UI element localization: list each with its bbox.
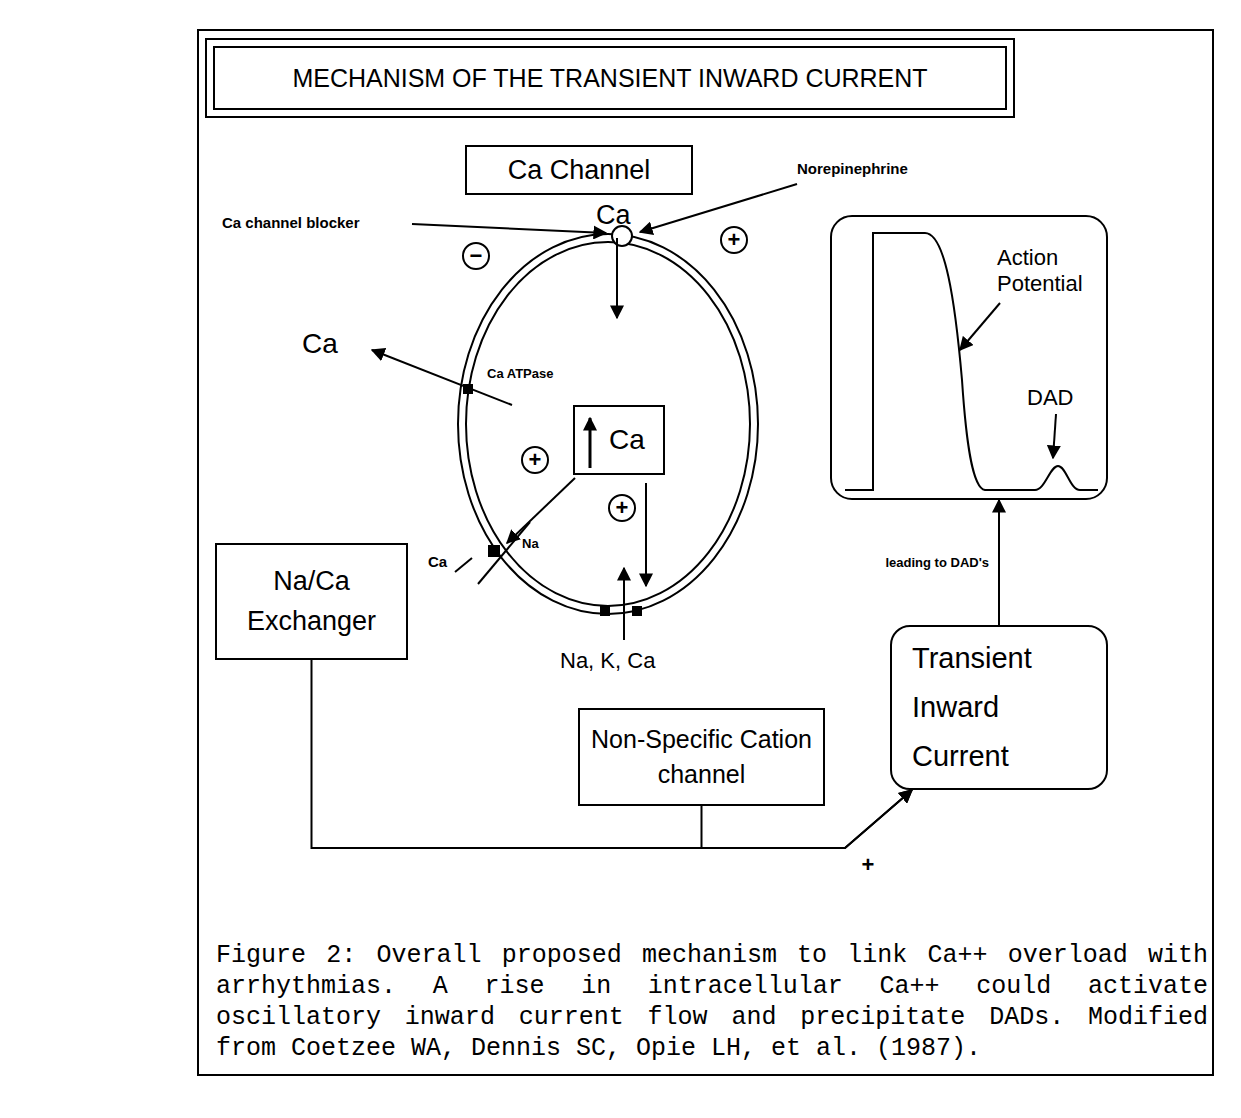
node-text: Non-Specific Cation channel — [588, 722, 815, 792]
calcium-entry-arrow — [616, 238, 618, 318]
connector-arrow — [312, 660, 913, 848]
stimulate-sign: + — [522, 447, 548, 473]
cation-channel-symbol — [632, 606, 642, 616]
drug-label: Ca channel blocker — [222, 214, 360, 231]
stimulate-sign: + — [609, 495, 635, 521]
node-text: Transient Inward Current — [912, 634, 1062, 782]
ion-label: Ca — [428, 553, 447, 570]
connector-label: leading to DAD's — [884, 554, 992, 571]
stimulate-sign: + — [855, 852, 881, 878]
pump-label: Ca ATPase — [487, 366, 553, 381]
cation-channel-symbol — [600, 606, 610, 616]
figure-frame — [198, 30, 1213, 1075]
stimulate-circle — [721, 227, 747, 253]
exchanger-activation-arrow — [507, 478, 575, 543]
ion-label: Na — [522, 536, 539, 551]
node-text: Action Potential — [997, 245, 1105, 298]
norepinephrine-arrow — [640, 184, 797, 232]
inhibit-sign: − — [463, 243, 489, 269]
stimulate-sign: + — [721, 227, 747, 253]
cation-entry-arrow — [623, 568, 625, 640]
leader-arrow — [960, 303, 1000, 350]
title-text: MECHANISM OF THE TRANSIENT INWARD CURREN… — [292, 64, 927, 93]
channel-activation-arrow — [645, 483, 647, 586]
agonist-label: Norepinephrine — [797, 160, 908, 177]
inhibit-circle — [463, 243, 489, 269]
exchanger-sodium-line — [478, 522, 530, 584]
blocker-arrow — [412, 224, 606, 233]
title-box: MECHANISM OF THE TRANSIENT INWARD CURREN… — [213, 46, 1007, 110]
node-text: DAD — [1027, 385, 1097, 411]
node-text: Na/Ca Exchanger — [237, 562, 387, 640]
figure-caption: Figure 2: Overall proposed mechanism to … — [216, 940, 1208, 1064]
connector-arrow — [998, 500, 1000, 625]
node-text: Ca Channel — [508, 154, 651, 186]
cell-membrane-outer — [458, 234, 758, 614]
leader-arrow — [1053, 414, 1056, 458]
exchanger-symbol — [488, 545, 500, 557]
exchanger-box: Na/Ca Exchanger — [215, 543, 408, 660]
ion-label: Ca — [596, 200, 631, 231]
node-text: Ca — [609, 423, 645, 457]
calcium-rise-arrow — [589, 418, 592, 468]
ion-label: Ca — [302, 328, 338, 360]
action-potential-panel: Action PotentialDAD — [830, 215, 1108, 500]
calcium-box: Ca — [573, 405, 665, 475]
cation-channel-box: Non-Specific Cation channel — [578, 708, 825, 806]
current-box: Transient Inward Current — [890, 625, 1108, 790]
stimulate-circle — [609, 495, 635, 521]
stimulate-circle — [522, 447, 548, 473]
ion-list-label: Na, K, Ca — [560, 648, 655, 674]
exchanger-calcium-line — [455, 558, 472, 572]
channel-box: Ca Channel — [465, 145, 693, 195]
connector-arrow — [702, 790, 913, 848]
cell-membrane-inner — [466, 242, 750, 606]
